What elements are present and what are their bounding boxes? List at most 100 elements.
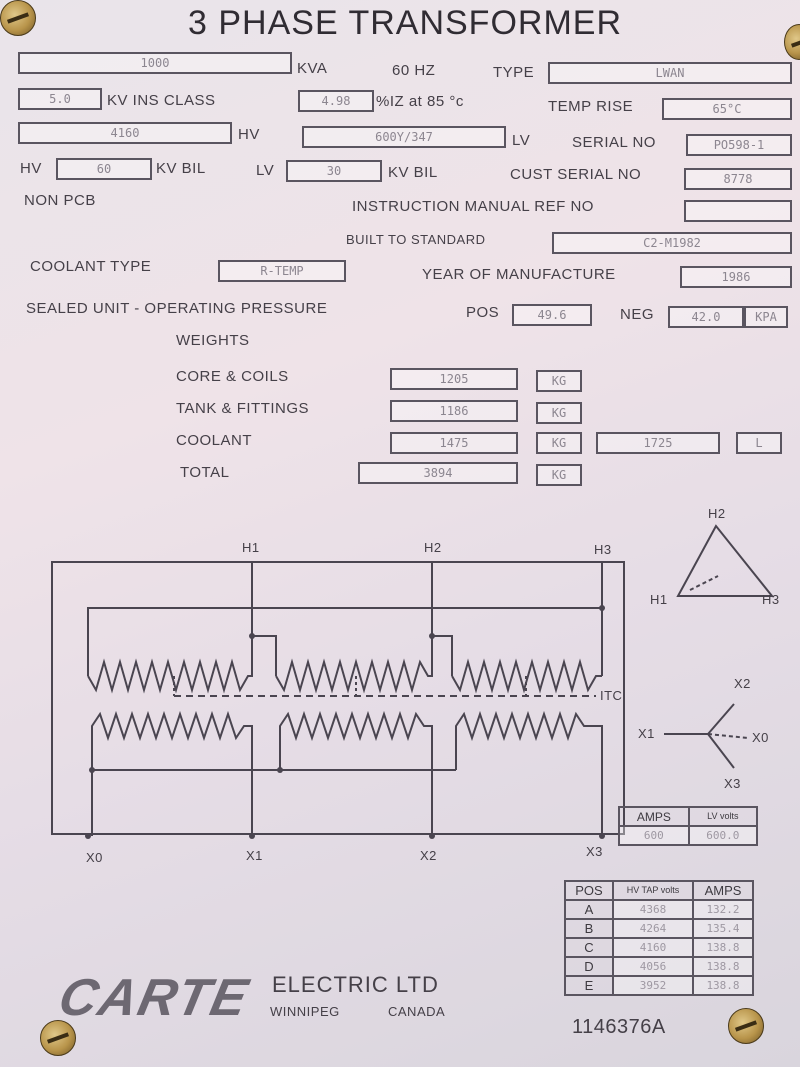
pressure-neg-value: 42.0 — [668, 306, 744, 328]
serial-label: SERIAL NO — [572, 134, 656, 151]
tap-volts: 3952 — [611, 975, 695, 996]
tap-amps: 138.8 — [692, 956, 754, 977]
hv-value: 4160 — [18, 122, 232, 144]
manual-value — [684, 200, 792, 222]
lv-volts-header: LV volts — [687, 806, 759, 827]
standard-value: C2-M1982 — [552, 232, 792, 254]
maker-country: CANADA — [388, 1004, 446, 1019]
weight-label: COOLANT — [176, 432, 253, 449]
lv-amps-header: AMPS — [618, 806, 690, 827]
temp-rise-value: 65°C — [662, 98, 792, 120]
weight-value: 1475 — [390, 432, 518, 454]
coolant-volume-unit: L — [736, 432, 782, 454]
delta-h3-label: H3 — [762, 592, 780, 607]
kva-unit: KVA — [297, 60, 328, 77]
type-label: TYPE — [493, 64, 535, 81]
lv-unit: LV — [512, 132, 531, 149]
serial-value: PO598-1 — [686, 134, 792, 156]
wye-x0-label: X0 — [752, 730, 769, 745]
tap-pos: B — [564, 918, 614, 939]
year-value: 1986 — [680, 266, 792, 288]
hv-bil-unit: KV BIL — [156, 160, 206, 177]
weight-value: 1186 — [390, 400, 518, 422]
tap-pos: C — [564, 937, 614, 958]
tap-pos: A — [564, 899, 614, 920]
plate-number: 1146376A — [572, 1016, 666, 1038]
tap-pos: D — [564, 956, 614, 977]
maker-logo: CARTE — [53, 969, 255, 1027]
impedance-value: 4.98 — [298, 90, 374, 112]
cust-serial-label: CUST SERIAL NO — [510, 166, 642, 183]
tap-volts: 4160 — [611, 937, 695, 958]
kv-ins-unit: KV INS CLASS — [107, 92, 216, 109]
tap-amps: 132.2 — [692, 899, 754, 920]
tap-amps: 138.8 — [692, 975, 754, 996]
terminal-x0-label: X0 — [86, 850, 103, 865]
tap-header: HV TAP volts — [611, 880, 695, 901]
weights-heading: WEIGHTS — [176, 332, 250, 349]
maker-city: WINNIPEG — [270, 1004, 340, 1019]
weight-value: 1205 — [390, 368, 518, 390]
standard-label: BUILT TO STANDARD — [346, 232, 486, 247]
type-value: LWAN — [548, 62, 792, 84]
cust-serial-value: 8778 — [684, 168, 792, 190]
manual-label: INSTRUCTION MANUAL REF NO — [352, 198, 594, 215]
temp-rise-label: TEMP RISE — [548, 98, 634, 115]
weight-label: TANK & FITTINGS — [176, 400, 310, 417]
lv-rating-table: AMPS LV volts 600 600.0 — [618, 806, 759, 846]
tap-pos: E — [564, 975, 614, 996]
terminal-x2-label: X2 — [420, 848, 437, 863]
coolant-type-label: COOLANT TYPE — [30, 258, 152, 275]
tap-volts: 4264 — [611, 918, 695, 939]
terminal-h1-label: H1 — [242, 540, 260, 555]
lv-value: 600Y/347 — [302, 126, 506, 148]
weight-unit: KG — [536, 402, 582, 424]
lv-amps-value: 600 — [618, 825, 690, 846]
weight-unit: KG — [536, 432, 582, 454]
terminal-x1-label: X1 — [246, 848, 263, 863]
tap-amps: 135.4 — [692, 918, 754, 939]
wye-x3-label: X3 — [724, 776, 741, 791]
kva-value: 1000 — [18, 52, 292, 74]
hv-bil-prefix: HV — [20, 160, 42, 177]
kv-ins-value: 5.0 — [18, 88, 102, 110]
terminal-h3-label: H3 — [594, 542, 612, 557]
delta-h2-label: H2 — [708, 506, 726, 521]
lv-bil-value: 30 — [286, 160, 382, 182]
terminal-x3-label: X3 — [586, 844, 603, 859]
coolant-type-value: R-TEMP — [218, 260, 346, 282]
weight-value: 3894 — [358, 462, 518, 484]
lv-bil-prefix: LV — [256, 162, 275, 179]
tap-volts: 4056 — [611, 956, 695, 977]
tap-volts: 4368 — [611, 899, 695, 920]
hv-unit: HV — [238, 126, 260, 143]
lv-bil-unit: KV BIL — [388, 164, 438, 181]
plate-title: 3 PHASE TRANSFORMER — [188, 4, 623, 42]
weight-unit: KG — [536, 464, 582, 486]
hv-bil-value: 60 — [56, 158, 152, 180]
pressure-label: SEALED UNIT - OPERATING PRESSURE — [26, 300, 328, 317]
frequency: 60 HZ — [392, 62, 436, 79]
non-pcb: NON PCB — [24, 192, 96, 209]
pressure-pos-label: POS — [466, 304, 500, 321]
lv-volts-value: 600.0 — [687, 825, 759, 846]
weight-label: TOTAL — [180, 464, 230, 481]
maker-name: ELECTRIC LTD — [272, 972, 439, 997]
year-label: YEAR OF MANUFACTURE — [422, 266, 616, 283]
screw-icon — [0, 0, 36, 36]
tap-header: AMPS — [692, 880, 754, 901]
itc-label: ITC — [600, 688, 623, 703]
wye-x1-label: X1 — [638, 726, 655, 741]
tap-header: POS — [564, 880, 614, 901]
pressure-unit: KPA — [744, 306, 788, 328]
delta-h1-label: H1 — [650, 592, 668, 607]
screw-icon — [728, 1008, 764, 1044]
impedance-unit: %IZ at 85 °c — [376, 93, 464, 110]
wye-x2-label: X2 — [734, 676, 751, 691]
pressure-neg-label: NEG — [620, 306, 655, 323]
tap-amps: 138.8 — [692, 937, 754, 958]
pressure-pos-value: 49.6 — [512, 304, 592, 326]
